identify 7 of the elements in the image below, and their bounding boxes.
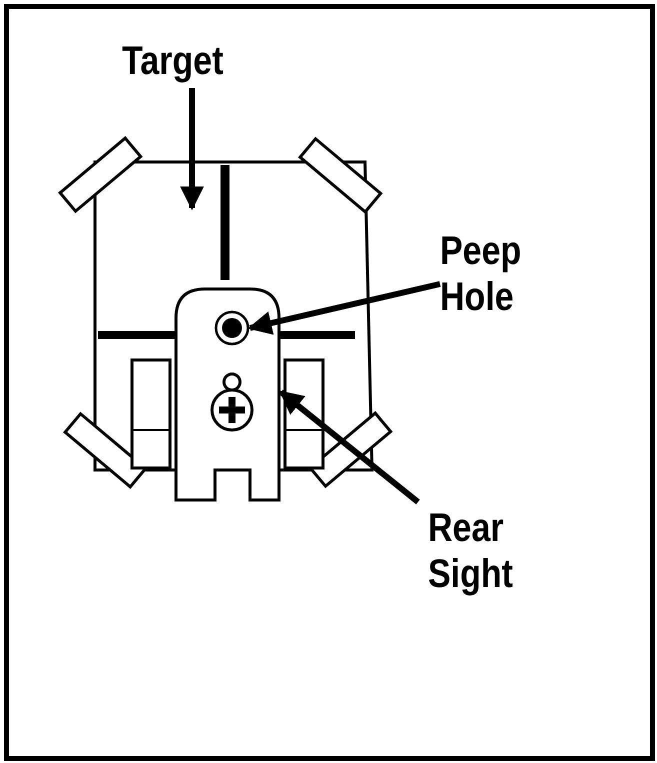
part-label: Target (122, 38, 241, 88)
rear-sight-plate-drawing (175, 288, 280, 503)
leader-arrow (180, 88, 204, 210)
leader-arrow (248, 281, 441, 335)
leader-arrow (279, 390, 420, 504)
part-label: Rear Sight (428, 505, 547, 605)
part-label: Peep Hole (440, 228, 550, 328)
